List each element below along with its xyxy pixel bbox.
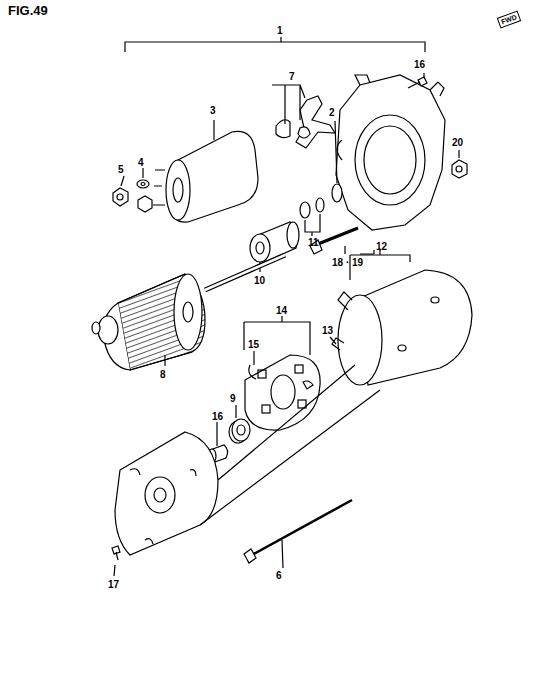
direction-mark: FWD <box>497 11 521 29</box>
callout-number: 16 <box>212 412 223 422</box>
armature <box>92 255 285 370</box>
callout-number: 3 <box>210 106 216 116</box>
brush-holder <box>244 316 320 430</box>
callout-number: 18 · 19 <box>332 258 363 268</box>
callout-number: 10 <box>254 276 265 286</box>
callout-number: 1 <box>277 26 283 36</box>
figure-title: FIG.49 <box>8 4 48 17</box>
drive-housing <box>336 75 445 230</box>
callout-number: 5 <box>118 165 124 175</box>
callout-number: 15 <box>248 340 259 350</box>
callout-number: 16 <box>414 60 425 70</box>
yoke <box>330 250 472 385</box>
callout-number: 13 <box>322 326 333 336</box>
callout-number: 9 <box>230 394 236 404</box>
callout-number: 11 <box>308 238 319 248</box>
callout-number: 14 <box>276 306 287 316</box>
callout-number: 2 <box>329 108 335 118</box>
callout-number: 6 <box>276 571 282 581</box>
callout-number: 7 <box>289 72 295 82</box>
end-cover <box>115 365 380 555</box>
callout-number: 8 <box>160 370 166 380</box>
callout-number: 17 <box>108 580 119 590</box>
shift-lever <box>272 85 335 148</box>
solenoid <box>153 120 258 222</box>
callout-number: 12 <box>376 242 387 252</box>
callout-number: 4 <box>138 158 144 168</box>
callout-number: 20 <box>452 138 463 148</box>
